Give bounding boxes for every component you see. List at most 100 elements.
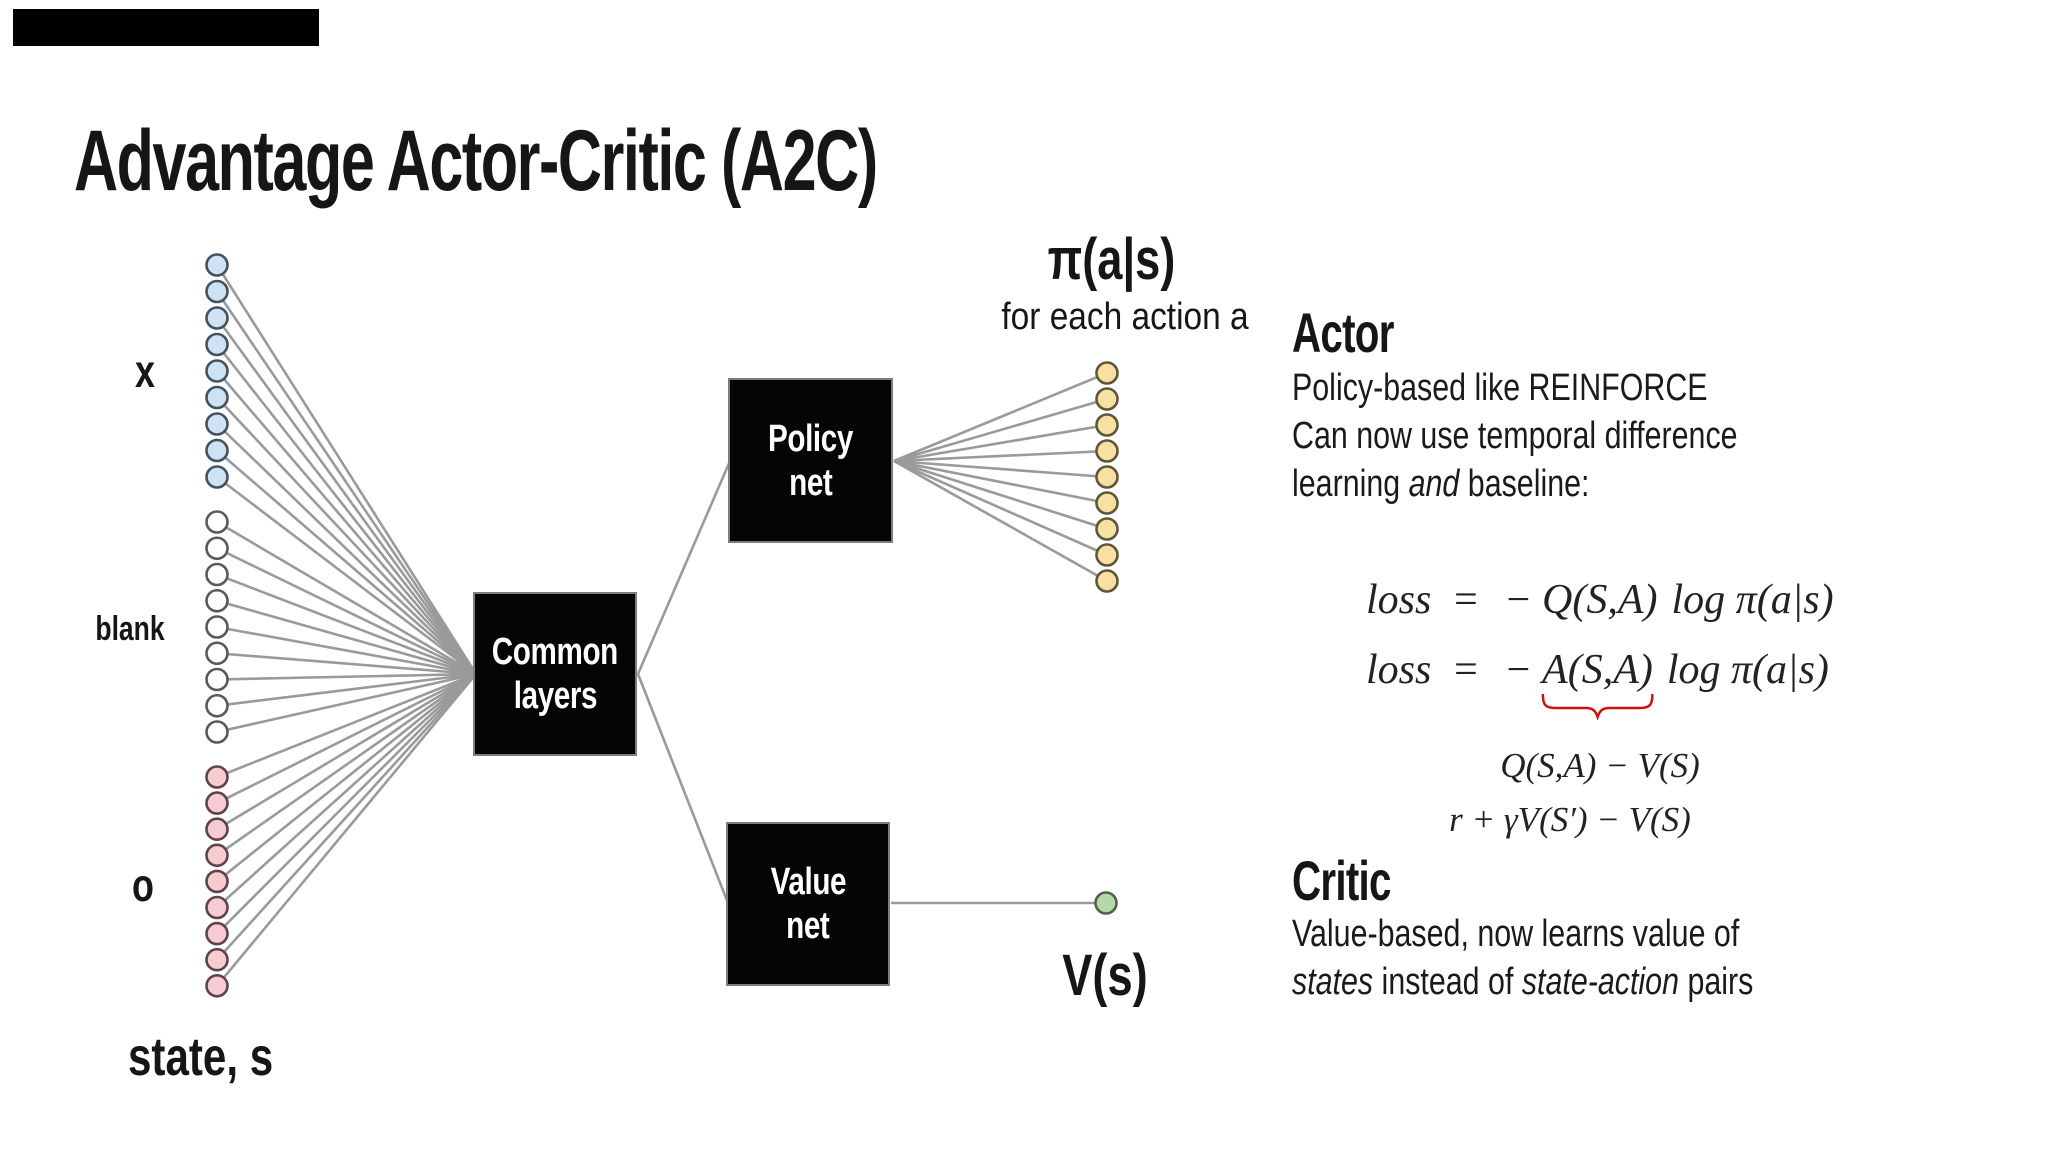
input-edge: [216, 673, 477, 961]
input-edge: [216, 672, 477, 734]
actor-text: Policy-based like REINFORCE Can now use …: [1292, 364, 1849, 508]
action-output-node: [1095, 517, 1119, 541]
value-net-label-line2: net: [786, 905, 830, 947]
action-output-node: [1095, 491, 1119, 515]
o-input-node: [205, 765, 229, 789]
policy-output-edge: [893, 459, 1108, 479]
action-output-node: [1095, 543, 1119, 567]
policy-output-edge: [893, 459, 1108, 531]
input-edge: [216, 672, 477, 805]
input-edge: [215, 264, 478, 675]
policy-output-edge: [893, 423, 1108, 463]
red-underbrace: [1541, 693, 1654, 720]
blank-input-node: [205, 720, 229, 744]
input-label-o: o: [132, 859, 154, 911]
x-input-node: [205, 412, 229, 436]
x-input-node: [205, 332, 229, 357]
common-layers-box: Common layers: [473, 592, 637, 756]
blank-input-node: [205, 641, 229, 666]
blank-input-node: [205, 667, 229, 692]
x-input-node: [205, 253, 229, 277]
x-input-node: [205, 279, 229, 304]
critic-text-line1: Value-based, now learns value of: [1292, 913, 1740, 955]
video-overlay-bar: [13, 9, 319, 46]
common-layers-label-line2: layers: [513, 675, 597, 717]
action-output-node: [1095, 569, 1119, 593]
x-input-node: [205, 306, 229, 330]
actor-text-line3: learning and baseline:: [1292, 463, 1590, 505]
x-input-node: [205, 438, 229, 463]
input-edge: [216, 520, 477, 676]
policy-net-box: Policy net: [728, 378, 893, 543]
actor-heading: Actor: [1292, 301, 1394, 364]
input-edge: [216, 370, 477, 675]
policy-net-label-line1: Policy: [768, 417, 853, 460]
common-to-policy-edge: [636, 460, 732, 675]
crossed-q-term: Q(S,A): [1542, 576, 1657, 624]
o-input-node: [205, 817, 229, 842]
input-edge: [216, 672, 477, 883]
value-net-label-line1: Value: [770, 861, 846, 903]
input-edge: [216, 672, 477, 779]
input-edge: [216, 573, 477, 676]
advantage-definition: Q(S,A) − V(S): [1500, 746, 1700, 785]
input-edge: [216, 672, 477, 708]
value-output-label: V(s): [1062, 943, 1148, 1008]
input-edge: [216, 625, 477, 676]
input-edge: [215, 343, 478, 675]
policy-output-edge: [893, 449, 1108, 463]
o-input-node: [205, 895, 229, 920]
blank-input-node: [205, 562, 229, 587]
input-edge: [216, 547, 477, 676]
blank-input-node: [205, 588, 229, 613]
policy-output-edge: [893, 371, 1108, 463]
policy-net-label-line2: net: [788, 461, 833, 504]
x-input-node: [205, 465, 229, 489]
action-output-node: [1095, 439, 1119, 463]
o-input-node: [205, 869, 229, 894]
input-edge: [216, 672, 477, 857]
input-edge: [216, 449, 477, 675]
slide-title: Advantage Actor-Critic (A2C): [74, 113, 878, 209]
policy-output-edge: [893, 397, 1108, 463]
action-output-node: [1095, 361, 1119, 385]
action-output-node: [1095, 413, 1119, 437]
input-edge: [216, 651, 477, 676]
input-edge: [216, 673, 477, 935]
policy-output-edge: [893, 459, 1108, 583]
input-edge: [216, 423, 477, 675]
value-output-node: [1094, 891, 1118, 915]
x-input-node: [205, 359, 229, 383]
x-input-node: [205, 385, 229, 410]
input-edge: [215, 317, 478, 675]
actor-text-line1: Policy-based like REINFORCE: [1292, 367, 1708, 409]
actor-text-line2: Can now use temporal difference: [1292, 415, 1738, 457]
policy-output-label: π(a|s): [1047, 227, 1176, 292]
o-input-node: [205, 843, 229, 868]
value-net-box: Value net: [726, 822, 890, 986]
input-label-x: x: [135, 345, 155, 397]
policy-output-edge: [893, 459, 1108, 557]
critic-heading: Critic: [1292, 849, 1391, 912]
input-edge: [216, 475, 477, 676]
o-input-node: [205, 947, 229, 972]
for-each-action-label: for each action a: [1001, 296, 1249, 338]
input-edge: [216, 396, 477, 675]
critic-text-line2: states instead of state-action pairs: [1292, 961, 1754, 1003]
blank-input-node: [205, 615, 229, 639]
o-input-node: [205, 921, 229, 946]
blank-input-node: [205, 510, 229, 534]
policy-output-edge: [893, 459, 1108, 505]
o-input-node: [205, 973, 229, 998]
common-to-value-edge: [636, 673, 730, 904]
advantage-term: A(S,A): [1541, 646, 1654, 720]
td-definition: r + γV(S′) − V(S): [1449, 800, 1691, 839]
action-output-node: [1095, 465, 1119, 489]
state-label: state, s: [128, 1027, 274, 1087]
input-edge: [215, 673, 478, 987]
input-label-blank: blank: [95, 610, 165, 648]
input-edge: [216, 599, 477, 676]
loss-equation-advantage: loss=−A(S,A)log π(a|s): [1366, 646, 1829, 720]
